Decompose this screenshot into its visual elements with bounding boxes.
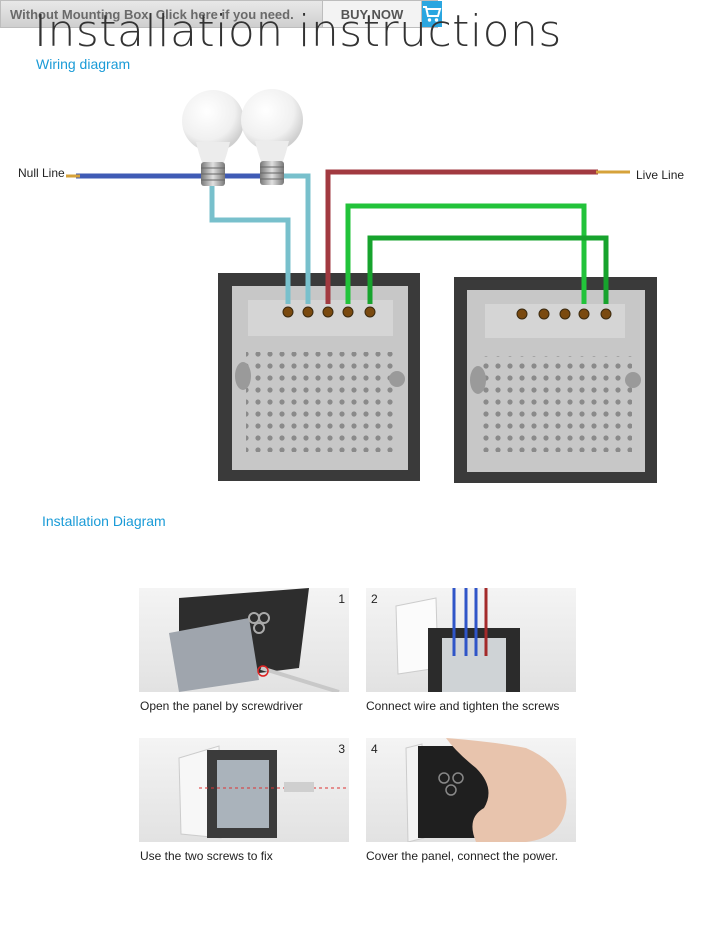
step-number: 3: [338, 742, 345, 756]
terminals-right: [516, 308, 612, 320]
step-caption: Open the panel by screwdriver: [140, 699, 303, 713]
step-caption: Use the two screws to fix: [140, 849, 273, 863]
light-bulb-icon: [241, 89, 303, 185]
mounting-box-banner[interactable]: Without Mounting Box. Click here if you …: [0, 0, 442, 28]
screw-fixing-illustration: [178, 745, 347, 839]
shopping-cart-icon[interactable]: [422, 1, 442, 27]
live-line-label: Live Line: [636, 168, 684, 182]
step-number: 1: [338, 592, 345, 606]
cover-panel-illustration: [405, 738, 567, 842]
step-caption: Connect wire and tighten the screws: [366, 699, 560, 713]
switch-wire-b: [367, 235, 609, 304]
installation-diagram-title: Installation Diagram: [42, 513, 166, 529]
lamp-wire-1: [209, 185, 291, 304]
panel-vent-holes: [246, 352, 396, 452]
step-number: 2: [371, 592, 378, 606]
mount-hole: [625, 372, 641, 388]
page-title: Installation instructions: [34, 6, 562, 57]
switch-wire-a: [345, 203, 587, 304]
light-bulb-icon: [182, 90, 244, 186]
wiring-diagram-subtitle: Wiring diagram: [36, 56, 131, 72]
wiring-diagram: Null Line Live Line: [18, 89, 684, 483]
step-3-image: 3: [139, 738, 349, 842]
live-line-wire: [325, 169, 598, 304]
wiring-connection-illustration: [395, 588, 520, 692]
buy-now-button[interactable]: BUY NOW: [322, 1, 422, 27]
switch-panel-left: [218, 273, 420, 481]
terminals-left: [282, 306, 376, 318]
step-number: 4: [371, 742, 378, 756]
mount-slot: [235, 362, 251, 390]
step-2-image: 2: [366, 588, 576, 692]
switch-panel-right: [454, 277, 657, 483]
switch-open-illustration: [169, 588, 340, 692]
null-line-label: Null Line: [18, 166, 65, 180]
banner-text[interactable]: Without Mounting Box. Click here if you …: [10, 6, 294, 22]
step-1-image: 1: [139, 588, 349, 692]
mount-hole: [389, 371, 405, 387]
panel-vent-holes: [482, 356, 632, 452]
step-4-image: 4: [366, 738, 576, 842]
mount-slot: [470, 366, 486, 394]
step-caption: Cover the panel, connect the power.: [366, 849, 559, 863]
